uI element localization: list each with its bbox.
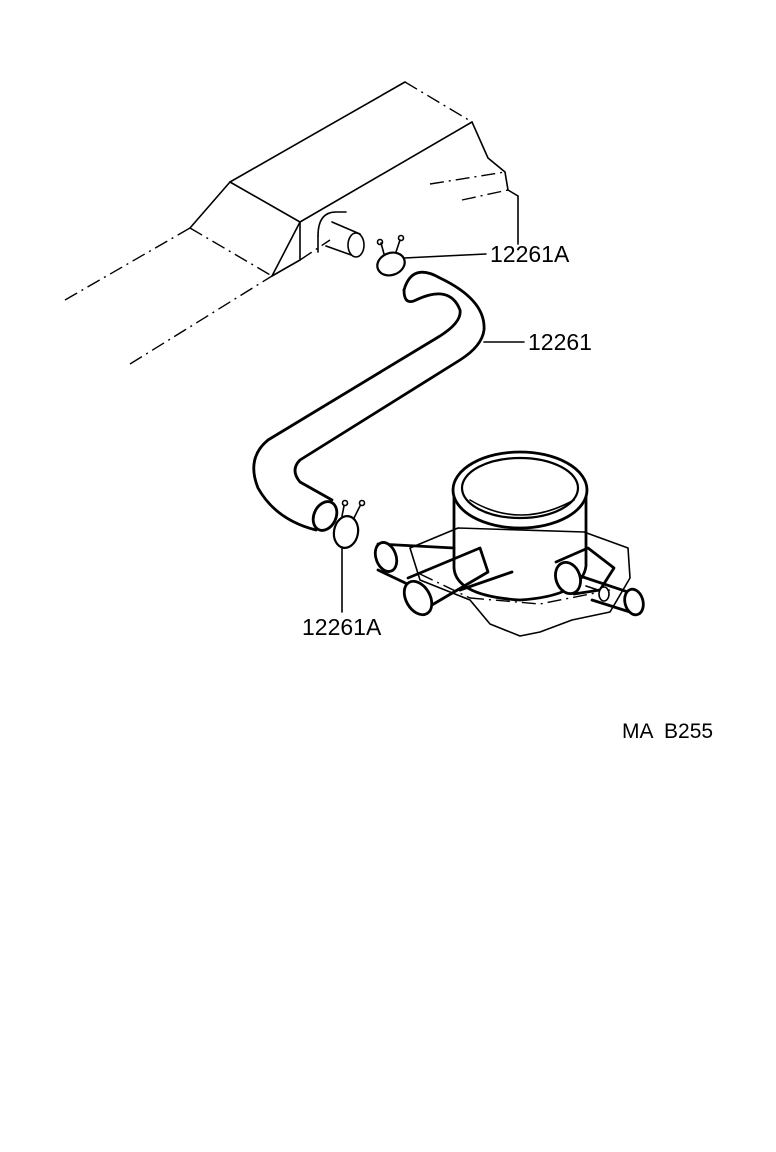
diagram-reference-code: MA B255 (622, 720, 714, 743)
engine-block (64, 81, 519, 365)
callout-clamp-bottom: 12261A (302, 614, 382, 640)
block-outlet-pipe (317, 211, 365, 258)
clamp-bottom (332, 499, 366, 549)
valve-housing (373, 450, 645, 637)
callout-hose: 12261 (528, 329, 592, 355)
hose (252, 270, 486, 532)
callout-clamp-top: 12261A (490, 241, 570, 267)
clamp-top (376, 234, 406, 277)
leader-lines (341, 195, 525, 613)
